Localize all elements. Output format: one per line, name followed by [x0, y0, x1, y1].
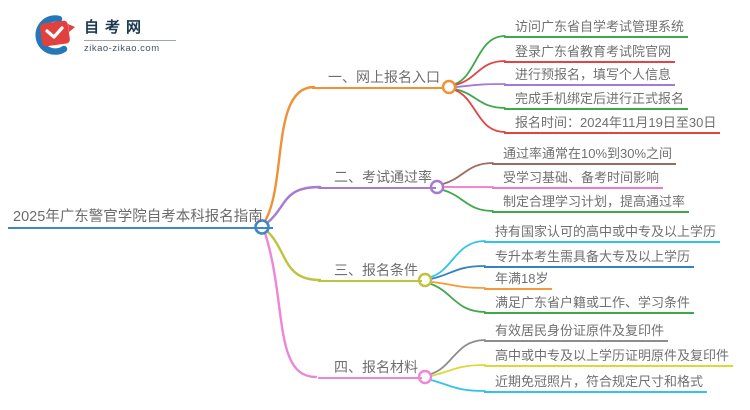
leaf-topic: 受学习基础、备考时间影响: [492, 168, 664, 189]
connector-branch4-item1: [430, 339, 486, 375]
logo-divider: [84, 40, 176, 41]
connector-branch1-item3: [455, 83, 506, 88]
connector-branch2-item1: [442, 162, 494, 185]
connector-branch1-item5: [454, 89, 506, 133]
leaf-topic: 专升本考生需具备大专及以上学历: [484, 247, 695, 268]
connector-branch2-item3: [442, 189, 494, 212]
connector-branch1-item1: [454, 35, 506, 85]
leaf-topic: 访问广东省自学考试管理系统: [504, 17, 689, 38]
branch1-node-circle: [441, 79, 457, 95]
branch-topic-registration-materials: 四、报名材料: [318, 357, 422, 379]
leaf-topic: 年满18岁: [484, 269, 553, 290]
connector-root-branch2: [264, 185, 322, 226]
graduation-cap-icon: [35, 15, 75, 55]
leaf-topic: 进行预报名，填写个人信息: [504, 65, 676, 86]
connector-root-branch3: [264, 228, 322, 282]
leaf-topic: 近期免冠照片，符合规定尺寸和格式: [484, 372, 708, 393]
leaf-topic: 有效居民身份证原件及复印件: [484, 321, 669, 342]
leaf-topic: 通过率通常在10%到30%之间: [492, 144, 677, 165]
connector-branch1-item2: [454, 60, 506, 86]
connector-branch3-item3: [431, 281, 486, 289]
mindmap-root-topic: 2025年广东警官学院自考本科报名指南: [8, 207, 273, 229]
logo-domain-text: zikao-zikao.com: [84, 43, 160, 54]
leaf-topic: 完成手机绑定后进行正式报名: [504, 89, 689, 110]
connector-branch3-item4: [430, 283, 486, 313]
logo-text-block: 自考网 zikao-zikao.com: [84, 10, 176, 54]
leaf-topic: 报名时间：2024年11月19日至30日: [504, 113, 721, 134]
leaf-topic: 满足广东省户籍或工作、学习条件: [484, 293, 695, 314]
leaf-topic: 持有国家认可的高中或中专及以上学历: [484, 222, 721, 243]
connector-branch4-item2: [430, 364, 486, 377]
connector-branch1-item4: [454, 88, 506, 109]
connector-root-branch1: [263, 85, 316, 223]
connector-branch4-item3: [430, 379, 486, 392]
connector-branch3-item2: [430, 265, 486, 280]
branch-topic-online-registration-entry: 一、网上报名入口: [312, 67, 444, 89]
branch-topic-registration-requirements: 三、报名条件: [318, 260, 422, 282]
branch-topic-exam-pass-rate: 二、考试通过率: [318, 167, 436, 189]
leaf-topic: 登录广东省教育考试院官网: [504, 42, 676, 63]
site-logo[interactable]: 自考网 zikao-zikao.com: [28, 10, 176, 60]
connector-root-branch4: [263, 231, 318, 379]
connector-branch3-item1: [430, 240, 486, 278]
leaf-topic: 制定合理学习计划，提高通过率: [492, 192, 690, 213]
logo-brand-name: 自考网: [84, 19, 148, 36]
leaf-topic: 高中或中专及以上学历证明原件及复印件: [484, 346, 734, 367]
